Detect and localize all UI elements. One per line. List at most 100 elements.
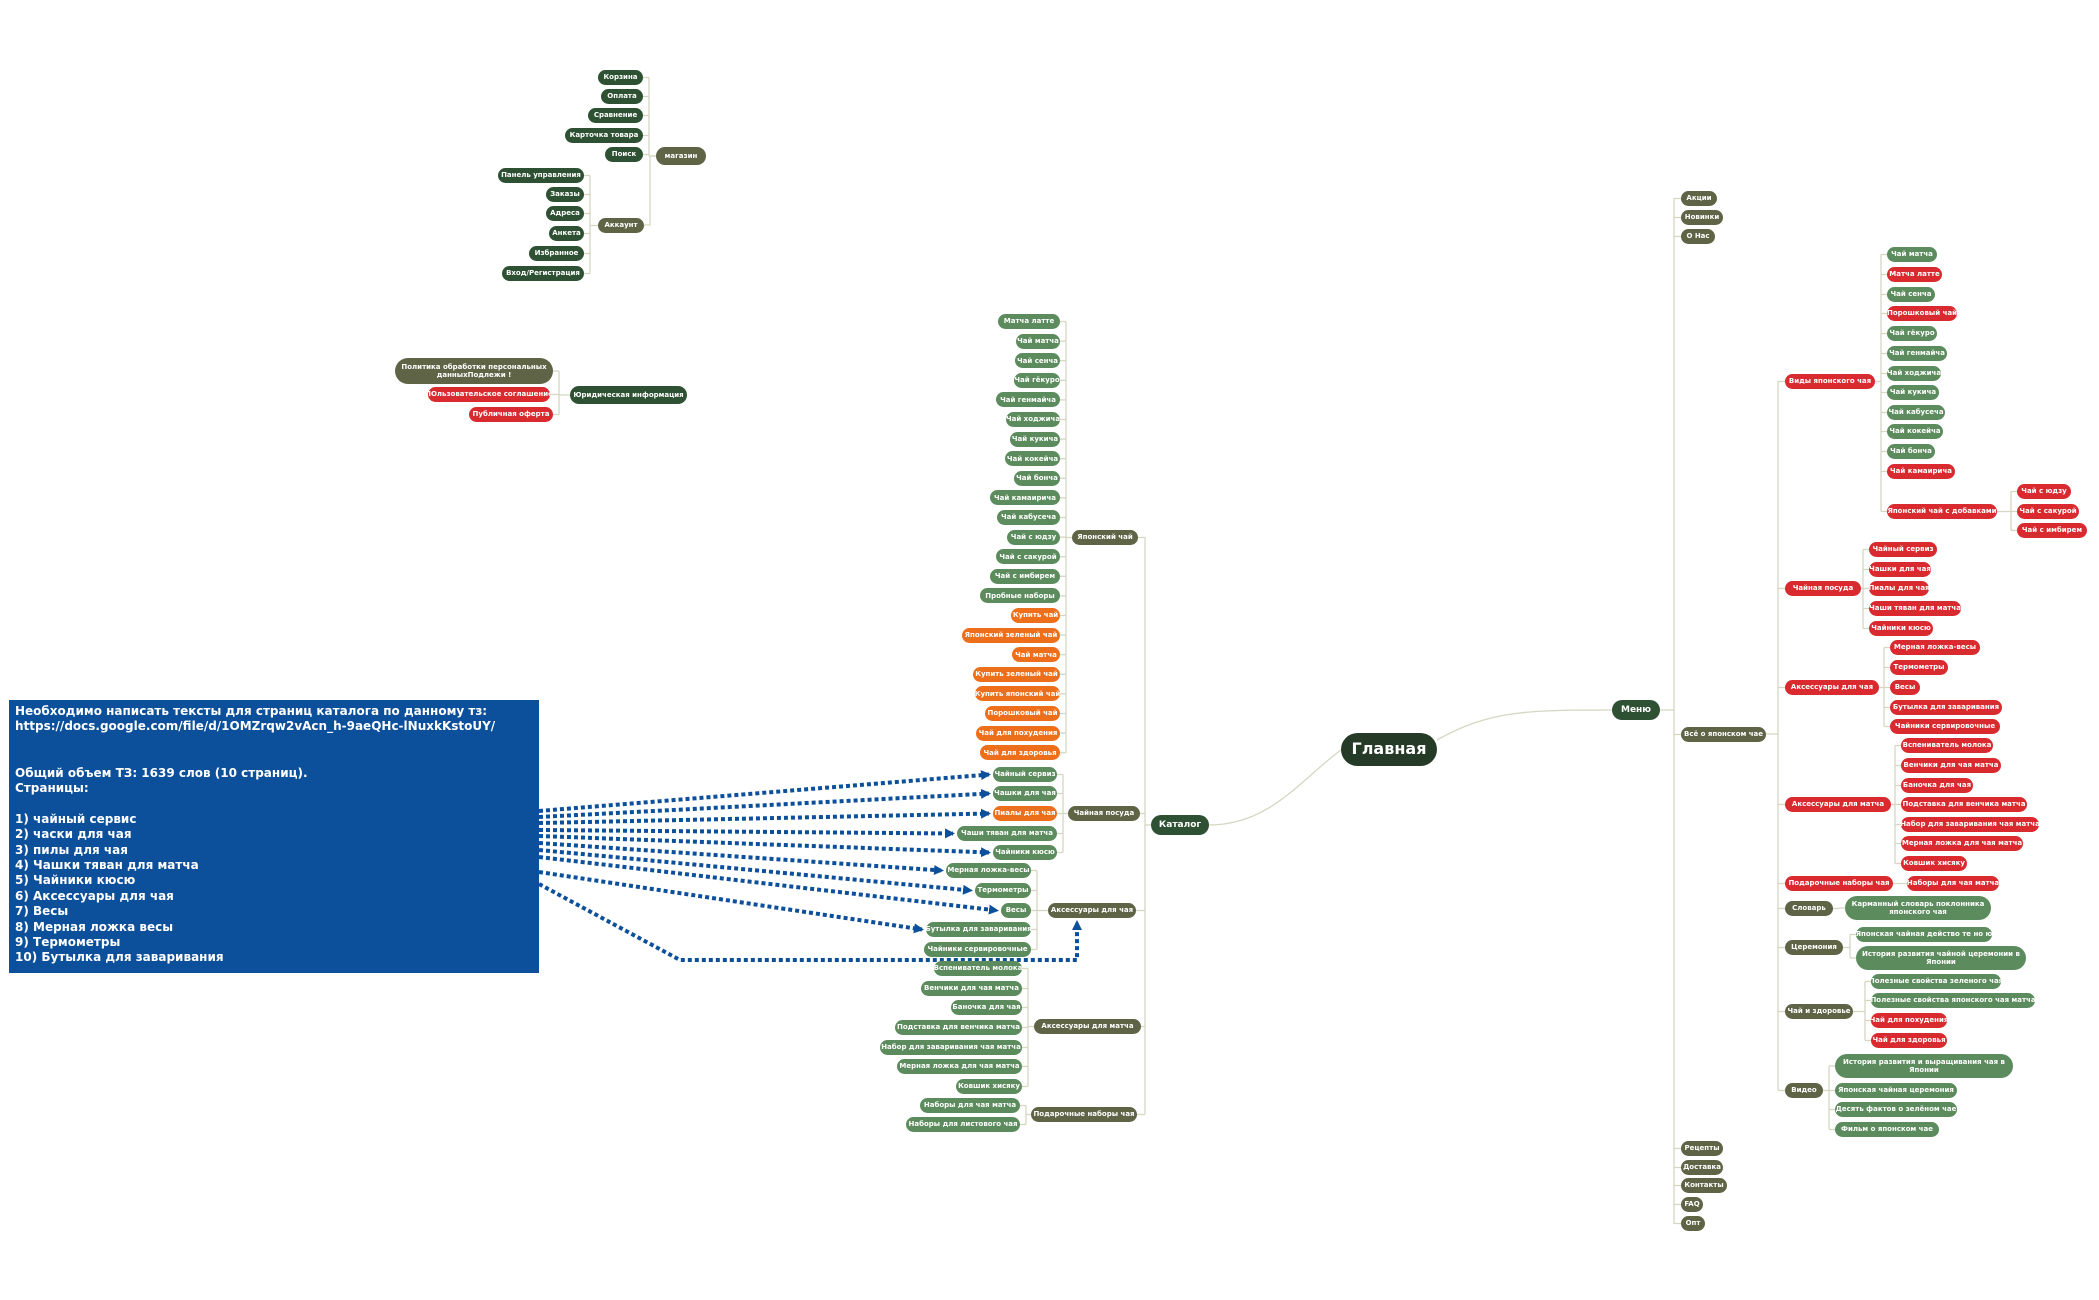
menu-additive-item-2[interactable]: Чай с имбирем [2017, 523, 2087, 538]
shop-item-2[interactable]: Сравнение [588, 108, 643, 123]
menu-types-item-2[interactable]: Чай сенча [1887, 287, 1935, 302]
cat-matcha-acc-item-6[interactable]: Ковшик хисяку [956, 1079, 1022, 1094]
cat-matcha-acc-item-1[interactable]: Венчики для чая матча [921, 981, 1022, 996]
branch-menu[interactable]: Меню [1612, 700, 1660, 720]
cat-japanese-tea-item-4[interactable]: Чай генмайча [996, 392, 1060, 408]
menu-teaware-item-3[interactable]: Чаши тяван для матча [1869, 601, 1961, 616]
cat-japanese-tea-item-20[interactable]: Порошковый чай [985, 706, 1060, 721]
menu-video-item-1[interactable]: Японская чайная церемония [1835, 1083, 1957, 1098]
legal-item-2[interactable]: Публичная оферта [469, 407, 553, 422]
cat-japanese-tea-item-7[interactable]: Чай кокейча [1005, 451, 1060, 467]
menu-video-label[interactable]: Видео [1785, 1083, 1823, 1098]
menu-health-item-1[interactable]: Полезные свойства японского чая матча [1871, 993, 2035, 1008]
shop-item-4[interactable]: Поиск [605, 147, 643, 162]
legal-item-1[interactable]: ПОльзовательское соглашение [428, 387, 550, 402]
cat-matcha-acc-item-4[interactable]: Набор для заваривания чая матча [880, 1040, 1022, 1055]
cat-japanese-tea-item-12[interactable]: Чай с сакурой [996, 549, 1060, 565]
cat-gift-label[interactable]: Подарочные наборы чая [1031, 1107, 1137, 1122]
menu-tea-acc-label[interactable]: Аксессуары для чая [1785, 680, 1879, 695]
cat-japanese-tea-item-9[interactable]: Чай камаирича [990, 490, 1060, 506]
menu-types-item-3[interactable]: Порошковый чай [1887, 306, 1957, 321]
menu-matcha-acc-item-1[interactable]: Венчики для чая матча [1901, 758, 2001, 773]
menu-cer-item-0[interactable]: Японская чайная действо те но ю [1856, 927, 1992, 942]
cat-japanese-tea-item-13[interactable]: Чай с имбирем [990, 568, 1060, 584]
cat-japanese-tea-item-0[interactable]: Матча латте [998, 314, 1060, 329]
menu-cer-item-1[interactable]: История развития чайной церемонии в Япон… [1856, 946, 2026, 970]
menu-gift-item-0[interactable]: Наборы для чая матча [1907, 876, 1999, 891]
cat-japanese-tea-item-8[interactable]: Чай бонча [1014, 470, 1060, 486]
menu-bottom-item-3[interactable]: FAQ [1681, 1197, 1703, 1212]
root-node-main[interactable]: Главная [1341, 733, 1437, 766]
menu-gift-label[interactable]: Подарочные наборы чая [1785, 876, 1893, 891]
menu-dict-label[interactable]: Словарь [1785, 901, 1833, 916]
cat-japanese-tea-item-1[interactable]: Чай матча [1016, 333, 1060, 349]
menu-types-item-8[interactable]: Чай кабусеча [1887, 405, 1945, 420]
cat-japanese-tea-item-15[interactable]: Купить чай [1011, 608, 1060, 623]
menu-additive-item-0[interactable]: Чай с юдзу [2017, 484, 2071, 499]
cat-matcha-acc-label[interactable]: Аксессуары для матча [1034, 1019, 1141, 1034]
menu-about-label[interactable]: Всё о японском чае [1681, 727, 1766, 742]
cat-teaware-item-0[interactable]: Чайный сервиз [993, 767, 1057, 782]
cat-japanese-tea-item-22[interactable]: Чай для здоровья [980, 745, 1060, 761]
account-item-0[interactable]: Панель управления [498, 168, 584, 183]
menu-matcha-acc-item-4[interactable]: Набор для заваривания чая матча [1901, 817, 2039, 832]
menu-types-label[interactable]: Виды японского чая [1785, 374, 1875, 389]
legal-item-0[interactable]: Политика обработки персональных данныхПо… [395, 358, 553, 384]
menu-matcha-acc-label[interactable]: Аксессуары для матча [1785, 797, 1891, 812]
cat-matcha-acc-item-2[interactable]: Баночка для чая [951, 1000, 1022, 1015]
cat-japanese-tea-item-18[interactable]: Купить зеленый чай [973, 666, 1060, 682]
cat-tea-acc-item-4[interactable]: Чайники сервировочные [924, 942, 1031, 957]
menu-types-item-12[interactable]: Японский чай с добавками [1887, 504, 1997, 519]
menu-video-item-0[interactable]: История развития и выращивания чая в Япо… [1835, 1054, 2013, 1078]
shop-item-1[interactable]: Оплата [601, 89, 643, 104]
menu-top-item-2[interactable]: О Нас [1681, 229, 1715, 244]
menu-teaware-label[interactable]: Чайная посуда [1785, 581, 1861, 596]
cat-japanese-tea-item-11[interactable]: Чай с юдзу [1007, 529, 1060, 545]
account-item-1[interactable]: Заказы [546, 187, 584, 202]
menu-types-item-1[interactable]: Матча латте [1887, 267, 1942, 282]
cat-japanese-tea-item-16[interactable]: Японский зеленый чай [962, 627, 1060, 643]
cat-japanese-tea-label[interactable]: Японский чай [1072, 530, 1138, 545]
shop-item-0[interactable]: Корзина [598, 70, 643, 85]
menu-types-item-7[interactable]: Чай кукича [1887, 385, 1939, 400]
menu-health-item-2[interactable]: Чай для похудения [1871, 1013, 1947, 1028]
cat-teaware-item-4[interactable]: Чайники кюсю [993, 845, 1057, 860]
menu-top-item-1[interactable]: Новинки [1681, 210, 1723, 225]
menu-bottom-item-2[interactable]: Контакты [1681, 1178, 1727, 1193]
cat-matcha-acc-item-3[interactable]: Подставка для венчика матча [895, 1020, 1022, 1035]
menu-teaware-item-4[interactable]: Чайники кюсю [1869, 621, 1933, 636]
menu-health-label[interactable]: Чай и здоровье [1785, 1004, 1853, 1019]
menu-bottom-item-1[interactable]: Доставка [1681, 1160, 1723, 1175]
cat-tea-acc-label[interactable]: Аксессуары для чая [1048, 903, 1136, 918]
cat-japanese-tea-item-2[interactable]: Чай сенча [1015, 353, 1060, 369]
cat-tea-acc-item-1[interactable]: Термометры [975, 883, 1031, 898]
account-item-3[interactable]: Анкета [549, 226, 584, 241]
menu-types-item-4[interactable]: Чай гёкуро [1887, 326, 1937, 341]
menu-dict-item-0[interactable]: Карманный словарь поклонника японского ч… [1845, 896, 1991, 920]
branch-catalog[interactable]: Каталог [1151, 815, 1209, 835]
cat-japanese-tea-item-3[interactable]: Чай гёкуро [1014, 372, 1060, 388]
cat-gift-item-1[interactable]: Наборы для листового чая [906, 1117, 1020, 1132]
account-item-4[interactable]: Избранное [529, 246, 584, 261]
menu-tea-acc-item-3[interactable]: Бутылка для заваривания [1890, 700, 2002, 715]
menu-matcha-acc-item-5[interactable]: Мерная ложка для чая матча [1901, 836, 2023, 851]
cat-matcha-acc-item-5[interactable]: Мерная ложка для чая матча [897, 1059, 1022, 1074]
menu-tea-acc-item-1[interactable]: Термометры [1890, 660, 1948, 675]
menu-matcha-acc-item-3[interactable]: Подставка для венчика матча [1901, 797, 2027, 812]
cat-japanese-tea-item-6[interactable]: Чай кукича [1010, 431, 1060, 447]
menu-types-item-9[interactable]: Чай кокейча [1887, 424, 1943, 439]
cat-tea-acc-item-2[interactable]: Весы [1001, 903, 1031, 918]
account-item-5[interactable]: Вход/Регистрация [502, 266, 584, 281]
cat-japanese-tea-item-14[interactable]: Пробные наборы [980, 588, 1060, 604]
cat-teaware-item-3[interactable]: Чаши тяван для матча [957, 826, 1057, 841]
menu-top-item-0[interactable]: Акции [1681, 191, 1717, 206]
menu-teaware-item-2[interactable]: Пиалы для чая [1869, 581, 1929, 596]
cat-japanese-tea-item-10[interactable]: Чай кабусеча [997, 510, 1060, 525]
account-label[interactable]: Аккаунт [598, 218, 644, 233]
cat-japanese-tea-item-5[interactable]: Чай ходжича [1006, 412, 1060, 427]
cat-japanese-tea-item-19[interactable]: Купить японский чай [975, 686, 1060, 702]
cat-teaware-item-2[interactable]: Пиалы для чая [993, 806, 1057, 821]
menu-matcha-acc-item-2[interactable]: Баночка для чая [1901, 778, 1973, 793]
menu-video-item-3[interactable]: Фильм о японском чае [1835, 1122, 1939, 1137]
menu-types-item-6[interactable]: Чай ходжича [1887, 366, 1941, 381]
